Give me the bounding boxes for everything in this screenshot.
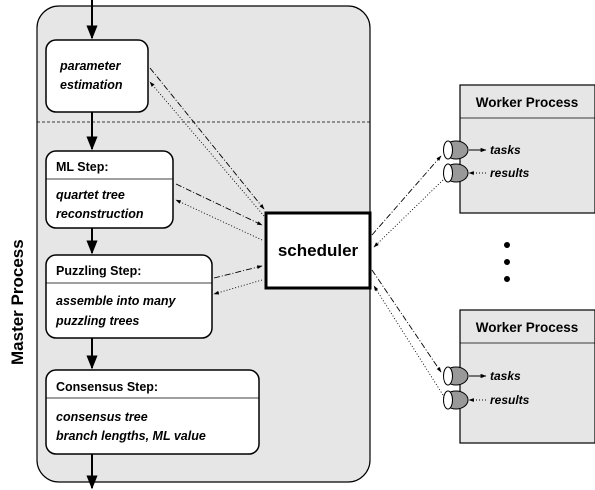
worker-2-results-label: results — [490, 393, 530, 407]
ml-step-box: ML Step: quartet tree reconstruction — [45, 150, 174, 229]
worker-process-2: Worker Process tasks results — [443, 309, 595, 444]
worker-2-title: Worker Process — [476, 320, 579, 335]
step-scheduler-links — [149, 67, 265, 295]
worker-1-results-label: results — [490, 166, 530, 180]
puzzling-step-line-1: assemble into many — [56, 294, 177, 308]
worker-process-1: Worker Process tasks results — [443, 84, 595, 214]
worker-2-tasks-label: tasks — [490, 369, 521, 383]
master-process-label: Master Process — [8, 239, 27, 365]
puzzling-step-line-2: puzzling trees — [55, 314, 139, 328]
param-line-2: estimation — [60, 78, 123, 92]
scheduler-label: scheduler — [278, 241, 359, 260]
parameter-estimation-box: parameter estimation — [45, 39, 149, 113]
ml-step-line-1: quartet tree — [56, 188, 125, 202]
consensus-step-title: Consensus Step: — [56, 380, 158, 394]
ml-step-line-2: reconstruction — [56, 207, 144, 221]
worker-1-title: Worker Process — [476, 95, 579, 110]
puzzling-step-title: Puzzling Step: — [56, 264, 141, 278]
consensus-step-line-2: branch lengths, ML value — [56, 429, 206, 443]
worker-1-tasks-queue-icon — [443, 140, 469, 160]
worker-1-results-queue-icon — [443, 163, 469, 183]
more-workers-ellipsis — [504, 242, 510, 282]
ml-step-title: ML Step: — [56, 160, 109, 174]
consensus-step-line-1: consensus tree — [56, 410, 148, 424]
param-line-1: parameter — [59, 59, 122, 73]
worker-2-tasks-queue-icon — [443, 366, 469, 386]
scheduler-box: scheduler — [264, 211, 372, 290]
scheduler-worker-links — [371, 155, 444, 396]
worker-2-results-queue-icon — [443, 390, 469, 410]
worker-1-tasks-label: tasks — [490, 143, 521, 157]
consensus-step-box: Consensus Step: consensus tree branch le… — [45, 369, 260, 455]
puzzling-step-box: Puzzling Step: assemble into many puzzli… — [45, 254, 213, 339]
